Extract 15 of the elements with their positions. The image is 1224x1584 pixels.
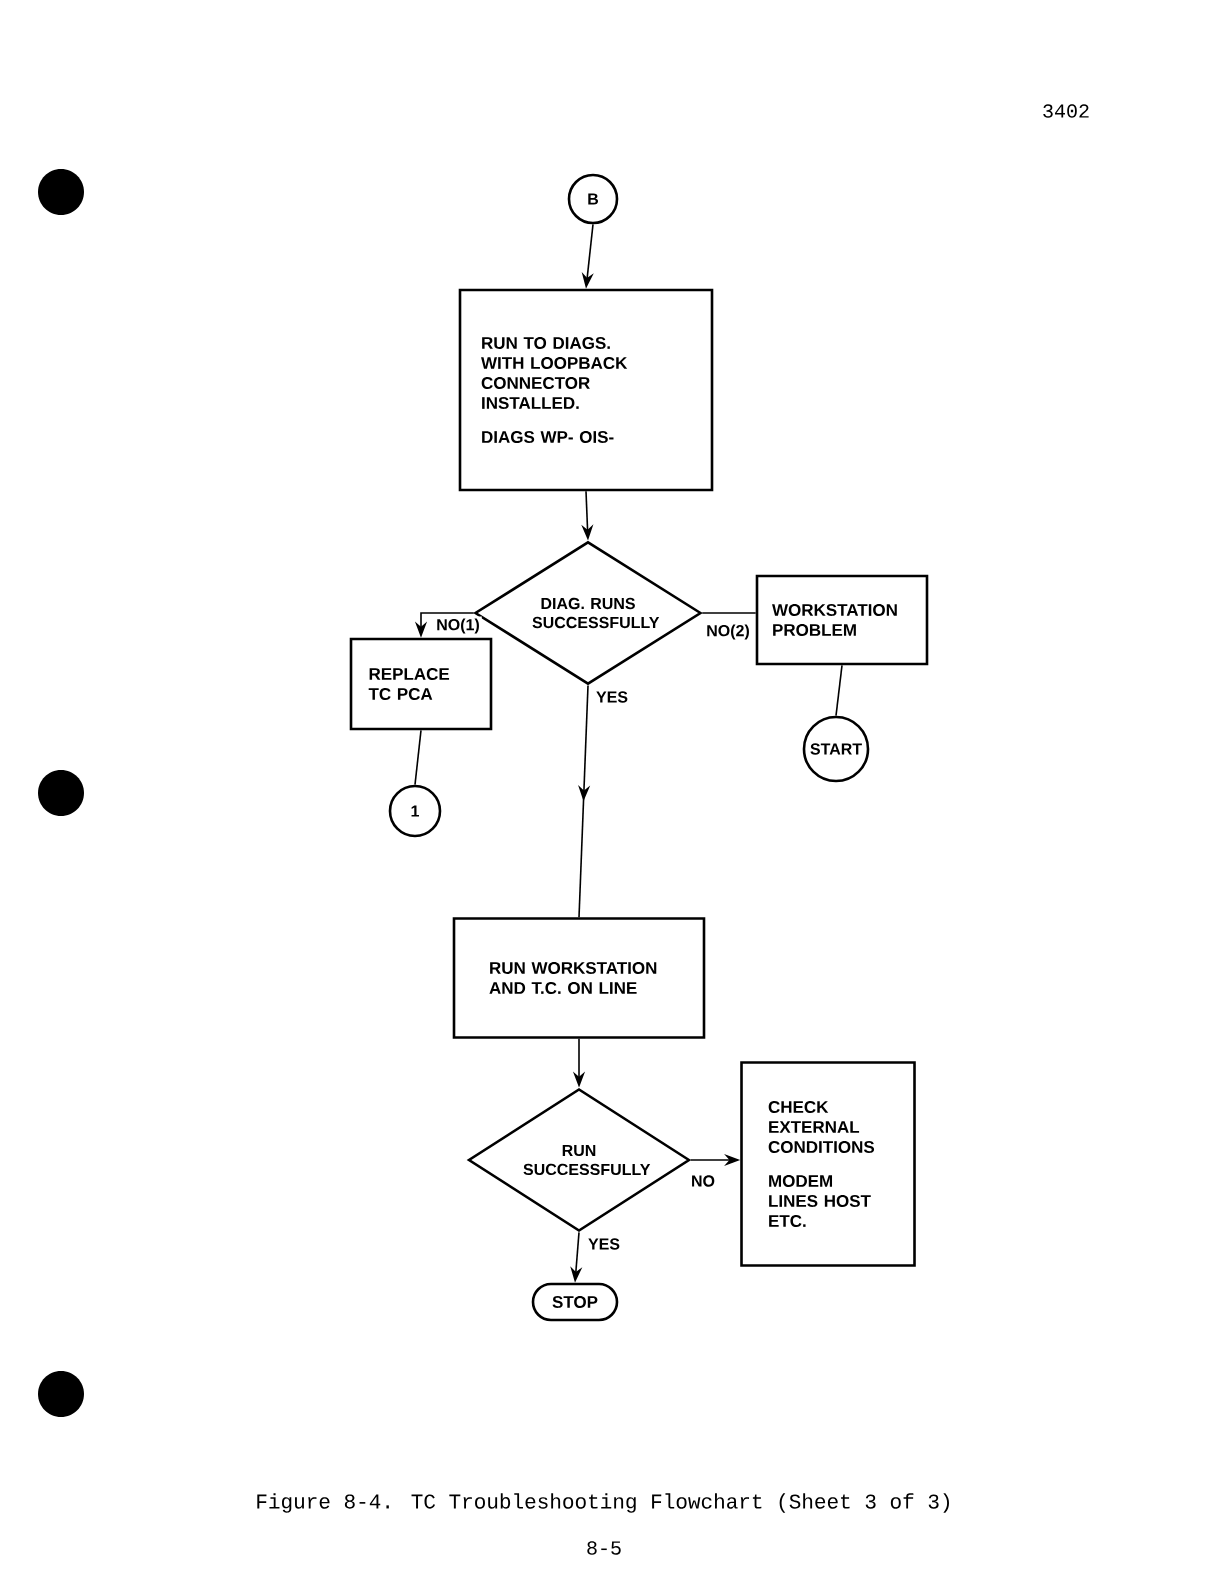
figure-caption: Figure 8-4. TC Troubleshooting Flowchart (Sheet 3 of 3) <box>257 1493 949 1513</box>
process-box: REPLACE TC PCA <box>349 637 493 731</box>
arrow <box>578 684 591 918</box>
edge-label: NO(2) <box>704 622 752 642</box>
process-box: WORKSTATION PROBLEM <box>755 574 929 666</box>
edge-label: NO(1) <box>434 616 482 636</box>
process-box: RUN TO DIAGS. WITH LOOPBACK CONNECTOR INSTALLED. DIAGS WP- OIS- <box>458 288 714 492</box>
page-number: 3402 <box>1043 104 1089 118</box>
edge-label: NO <box>689 1173 717 1189</box>
process-box: RUN WORKSTATION AND T.C. ON LINE <box>452 917 706 1039</box>
process-box: CHECK EXTERNAL CONDITIONS MODEM LINES HOST ETC. <box>740 1061 916 1267</box>
edge-label: YES <box>586 1236 622 1252</box>
page-number: 8-5 <box>587 1541 621 1555</box>
terminal-box: STOP <box>531 1282 619 1322</box>
edge-label: YES <box>594 689 630 705</box>
